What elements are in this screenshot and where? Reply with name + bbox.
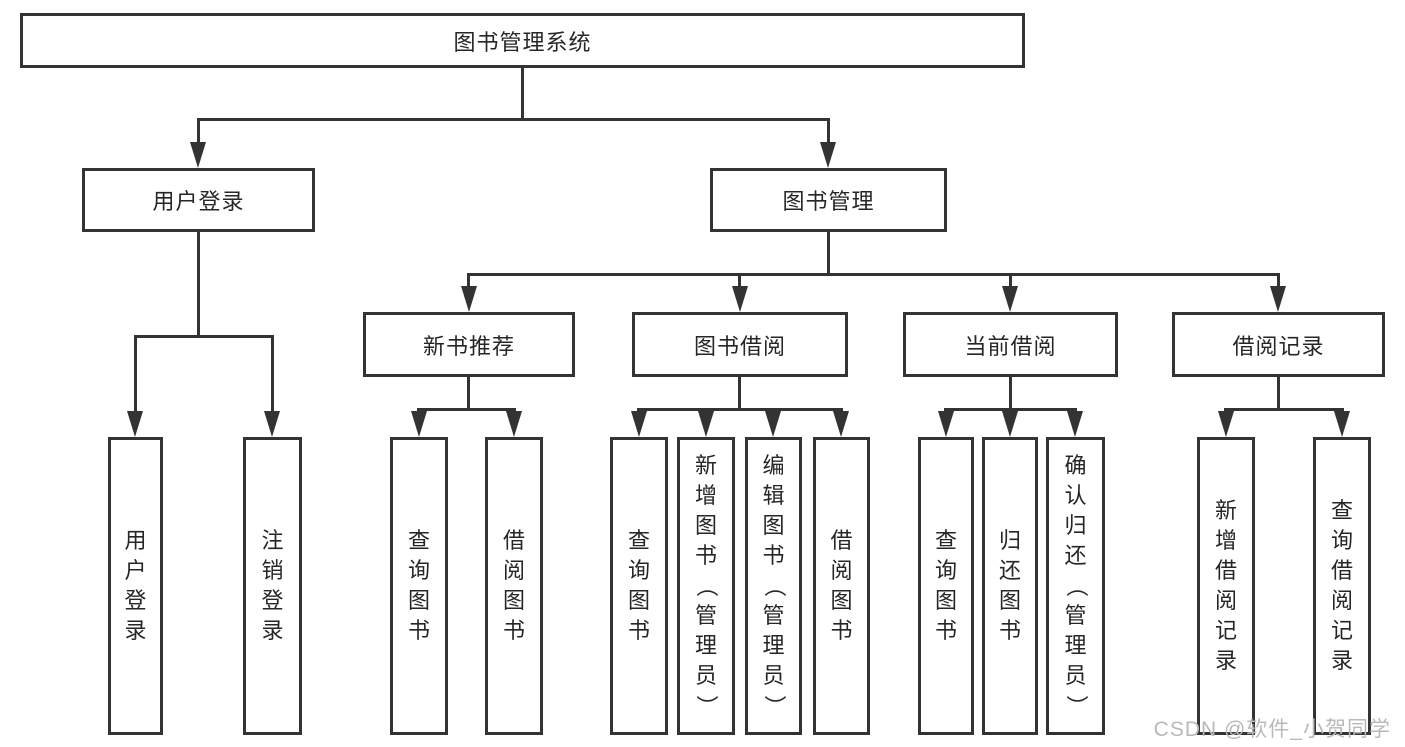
leaf-borrow-books: 借阅图书 [813, 437, 870, 735]
leaf-edit-books-admin: 编辑图书（管理员） [745, 437, 802, 735]
node-new-book-recommend-label: 新书推荐 [422, 333, 515, 359]
node-root-label: 图书管理系统 [453, 29, 592, 55]
leaf-query-books-borrow: 查询图书 [610, 437, 668, 735]
arrowhead-icon [1067, 411, 1083, 437]
connector-line [1277, 377, 1280, 408]
connector-line [1224, 408, 1344, 411]
leaf-logout: 注销登录 [243, 437, 302, 735]
connector-line [827, 232, 830, 276]
arrowhead-icon [698, 411, 714, 437]
connector-line [637, 408, 843, 411]
connector-line [271, 335, 274, 413]
connector-line [738, 273, 741, 288]
arrowhead-icon [461, 286, 477, 312]
leaf-confirm-return-admin: 确认归还（管理员） [1046, 437, 1105, 735]
arrowhead-icon [1334, 411, 1350, 437]
node-book-borrow-label: 图书借阅 [693, 333, 786, 359]
leaf-borrow-books-recommend: 借阅图书 [485, 437, 543, 735]
arrowhead-icon [820, 142, 836, 168]
arrowhead-icon [264, 411, 280, 437]
node-borrow-records: 借阅记录 [1172, 312, 1385, 377]
connector-line [467, 273, 470, 288]
arrowhead-icon [506, 411, 522, 437]
node-current-borrow: 当前借阅 [903, 312, 1118, 377]
connector-line [1009, 273, 1012, 288]
connector-line [197, 232, 200, 338]
connector-line [521, 68, 524, 118]
arrowhead-icon [1218, 411, 1234, 437]
arrowhead-icon [833, 411, 849, 437]
node-borrow-records-label: 借阅记录 [1232, 333, 1325, 359]
node-book-management-label: 图书管理 [782, 189, 875, 214]
leaf-add-books-admin: 新增图书（管理员） [677, 437, 735, 735]
leaf-user-login: 用户登录 [108, 437, 163, 735]
node-root: 图书管理系统 [20, 13, 1025, 68]
node-book-borrow: 图书借阅 [632, 312, 848, 377]
connector-line [827, 118, 830, 146]
connector-line [467, 377, 470, 408]
connector-line [197, 118, 200, 146]
leaf-add-borrow-record: 新增借阅记录 [1197, 437, 1255, 735]
watermark: CSDN @软件_小贺同学 [1153, 718, 1391, 741]
connector-line [1277, 273, 1280, 288]
arrowhead-icon [631, 411, 647, 437]
connector-line [197, 118, 830, 121]
node-user-login: 用户登录 [82, 168, 315, 232]
arrowhead-icon [1270, 286, 1286, 312]
arrowhead-icon [127, 411, 143, 437]
arrowhead-icon [732, 286, 748, 312]
connector-line [738, 377, 741, 408]
arrowhead-icon [1002, 286, 1018, 312]
connector-line [1009, 377, 1012, 408]
leaf-query-borrow-record: 查询借阅记录 [1313, 437, 1371, 735]
arrowhead-icon [765, 411, 781, 437]
node-new-book-recommend: 新书推荐 [363, 312, 575, 377]
arrowhead-icon [938, 411, 954, 437]
arrowhead-icon [411, 411, 427, 437]
connector-line [134, 335, 274, 338]
node-user-login-label: 用户登录 [152, 189, 245, 214]
leaf-return-books: 归还图书 [982, 437, 1038, 735]
connector-line [417, 408, 516, 411]
leaf-query-books-current: 查询图书 [918, 437, 974, 735]
leaf-query-books-recommend: 查询图书 [390, 437, 448, 735]
connector-line [467, 273, 1280, 276]
node-book-management: 图书管理 [710, 168, 947, 232]
node-current-borrow-label: 当前借阅 [964, 333, 1057, 359]
connector-line [134, 335, 137, 413]
arrowhead-icon [190, 142, 206, 168]
arrowhead-icon [1002, 411, 1018, 437]
